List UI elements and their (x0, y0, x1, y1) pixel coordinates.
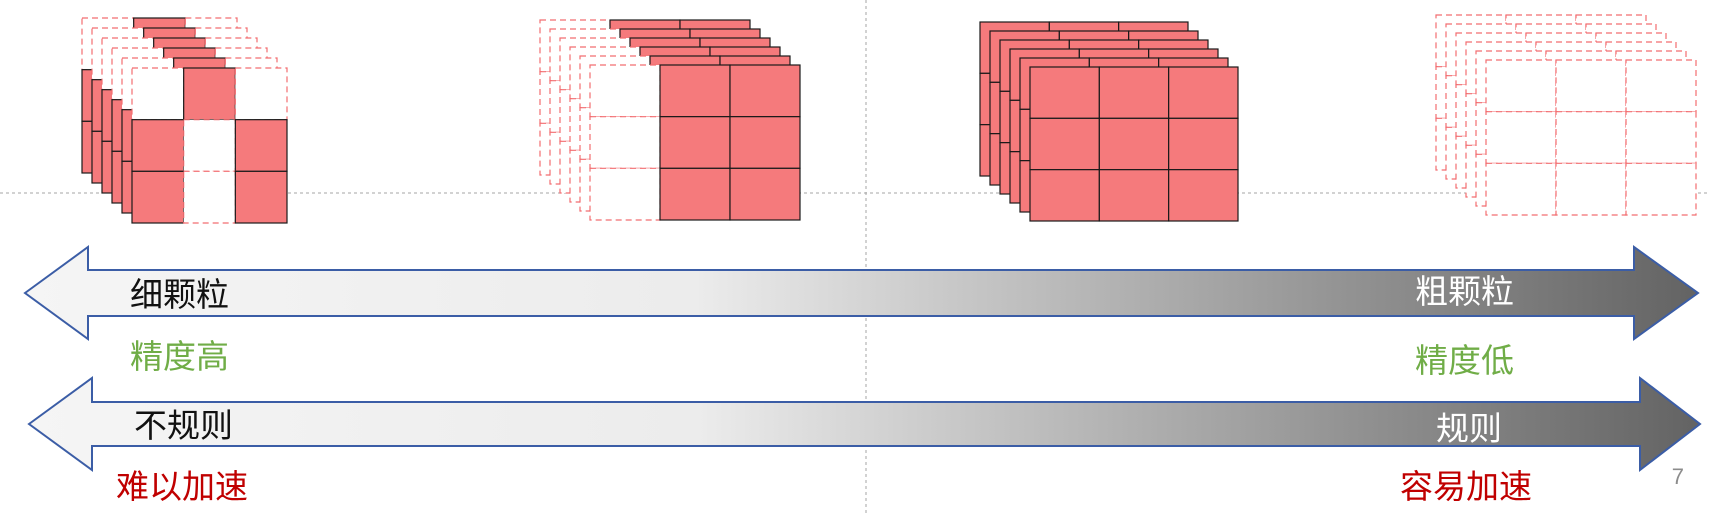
filled-cell (183, 67, 236, 121)
empty-cell (234, 67, 288, 121)
granularity-arrow (23, 245, 1700, 341)
filled-cell (1168, 169, 1239, 222)
stack-empty-dashed (1435, 14, 1697, 216)
filled-cell (729, 167, 801, 221)
hard-to-accelerate-label: 难以加速 (116, 467, 248, 506)
filled-cell (1029, 66, 1100, 119)
coarse-grained-label: 粗颗粒 (1415, 272, 1514, 311)
empty-cell (1485, 59, 1557, 113)
empty-cell (1555, 59, 1627, 113)
page-number: 7 (1671, 464, 1684, 489)
irregular-label: 不规则 (134, 406, 233, 445)
high-precision-label: 精度高 (130, 337, 229, 376)
empty-cell (183, 119, 236, 172)
easy-to-accelerate-label: 容易加速 (1400, 467, 1532, 506)
empty-cell (589, 116, 661, 169)
stack-full-block (979, 21, 1239, 222)
empty-cell (131, 67, 185, 121)
empty-cell (1625, 162, 1697, 216)
empty-cell (1485, 162, 1557, 216)
filled-cell (1098, 169, 1170, 222)
filled-cell (659, 167, 731, 221)
filled-cell (729, 64, 801, 118)
empty-cell (1625, 59, 1697, 113)
filled-cell (659, 64, 731, 118)
filled-cell (234, 119, 288, 172)
filled-cell (1098, 66, 1170, 119)
empty-cell (589, 167, 661, 221)
filled-cell (729, 116, 801, 169)
filled-cell (131, 119, 185, 172)
empty-cell (589, 64, 661, 118)
filled-cell (131, 170, 185, 224)
regularity-arrow-shape (27, 375, 1702, 473)
stack-column-block (539, 19, 801, 221)
filled-cell (1098, 117, 1170, 171)
filled-cell (1168, 66, 1239, 119)
empty-cell (1485, 111, 1557, 164)
empty-cell (1555, 162, 1627, 216)
fine-grained-label: 细颗粒 (130, 275, 229, 314)
empty-cell (183, 170, 236, 224)
filled-cell (659, 116, 731, 169)
filled-cell (234, 170, 288, 224)
stack-fine-grained-checker (81, 17, 288, 224)
filled-cell (1029, 169, 1100, 222)
regularity-arrow (27, 375, 1702, 473)
regular-label: 规则 (1436, 409, 1502, 448)
filled-cell (1029, 117, 1100, 171)
empty-cell (1625, 111, 1697, 164)
granularity-arrow-shape (23, 245, 1700, 341)
empty-cell (1555, 111, 1627, 164)
filled-cell (1168, 117, 1239, 171)
low-precision-label: 精度低 (1415, 341, 1514, 380)
